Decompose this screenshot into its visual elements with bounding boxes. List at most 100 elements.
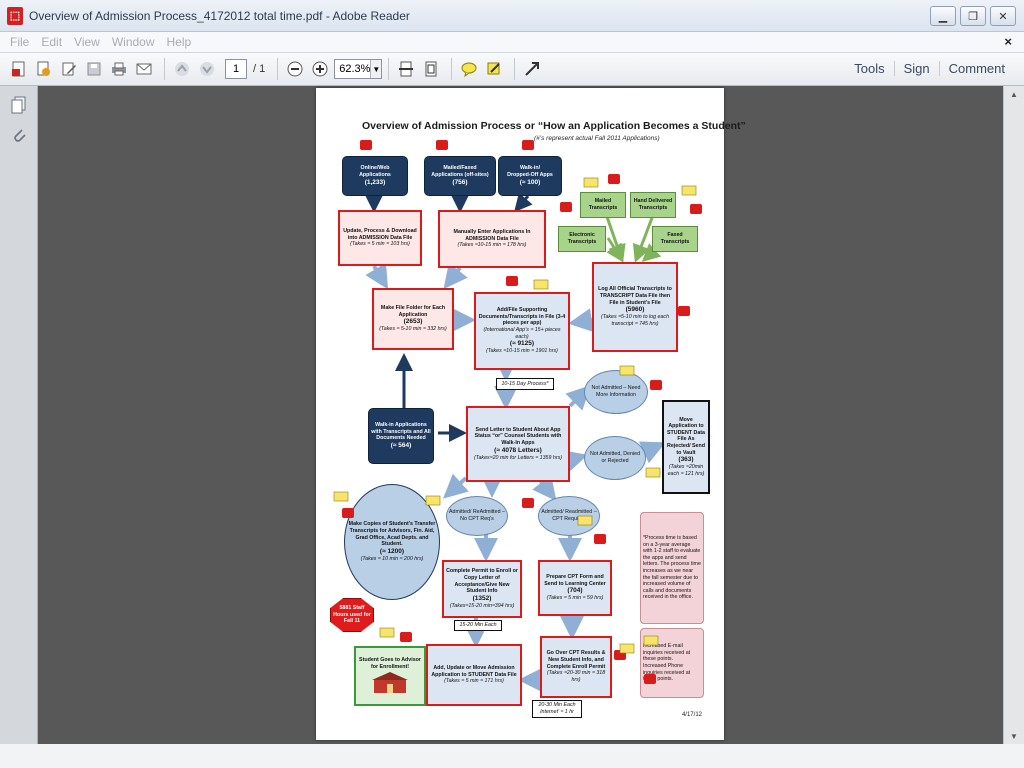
sign-button[interactable]: Sign — [893, 61, 939, 76]
source-online-web: Online/Web Applications (1,233) — [342, 156, 408, 196]
fit-width-icon[interactable] — [395, 58, 417, 80]
phone-icon — [400, 632, 412, 642]
student-advisor-box: Student Goes to Advisor for Enrollment! — [354, 646, 426, 706]
transcript-faxed: Faxed Transcripts — [652, 226, 698, 252]
print-icon[interactable] — [108, 58, 130, 80]
process-time-tag: 10-15 Day Process* — [496, 378, 554, 390]
create-pdf-icon[interactable] — [8, 58, 30, 80]
transcript-hand-delivered: Hand Delivered Transcripts — [630, 192, 676, 218]
legend-phone: Increased Phone inquiries received at th… — [643, 663, 691, 683]
legend-email: Increased E-mail inquiries received at t… — [643, 643, 691, 663]
min-each-tag-20: 20-30 Min Each Internet’ ≈ 1 hr — [532, 700, 582, 718]
sticky-note-icon[interactable] — [458, 58, 480, 80]
task-pane-buttons: Tools Sign Comment — [845, 61, 1014, 76]
file-folder-box: Make File Folder for Each Application (2… — [372, 288, 454, 350]
phone-icon — [644, 674, 656, 684]
update-process-box: Update, Process & Download into ADMISSIO… — [338, 210, 422, 266]
toolbar-separator — [514, 58, 516, 80]
move-application-box: Add, Update or Move Admission Applicatio… — [426, 644, 522, 706]
inquiry-markers — [333, 140, 702, 684]
log-transcripts-box: Log All Official Transcripts to TRANSCRI… — [592, 262, 678, 352]
attachments-icon[interactable] — [8, 124, 30, 146]
save-icon[interactable] — [83, 58, 105, 80]
email-icon — [643, 635, 659, 646]
email-icon — [577, 515, 593, 526]
vertical-scrollbar[interactable]: ▲ ▼ — [1003, 86, 1024, 744]
navigation-pane — [0, 86, 38, 744]
email-icon — [583, 177, 599, 188]
document-subtitle: (#’s represent actual Fall 2011 Applicat… — [534, 135, 660, 142]
email-icon[interactable] — [133, 58, 155, 80]
close-button[interactable]: ✕ — [990, 6, 1016, 26]
min-each-tag-15: 15-20 Min Each — [454, 620, 502, 631]
toolbar-separator — [277, 58, 279, 80]
window-controls: ▁ ❐ ✕ — [930, 6, 1016, 26]
comment-button[interactable]: Comment — [938, 61, 1014, 76]
email-icon — [533, 279, 549, 290]
complete-permit-box: Complete Permit to Enroll or Copy Letter… — [442, 560, 522, 618]
scroll-up-icon[interactable]: ▲ — [1010, 89, 1018, 99]
expand-icon[interactable] — [521, 58, 543, 80]
zoom-out-icon[interactable] — [284, 58, 306, 80]
document-title: Overview of Admission Process or “How an… — [362, 120, 746, 132]
previous-page-icon[interactable] — [171, 58, 193, 80]
source-mailed-faxed: Mailed/Faxed Applications (off-sites) (7… — [424, 156, 496, 196]
toolbar: 1 / 1 62.3%▼ Tools Sign Comment — [0, 52, 1024, 86]
send-letter-box: Send Letter to Student About App Status … — [466, 406, 570, 482]
page-total: / 1 — [253, 63, 266, 75]
zoom-in-icon[interactable] — [309, 58, 331, 80]
phone-icon — [436, 140, 448, 150]
fit-page-icon[interactable] — [420, 58, 442, 80]
next-page-icon[interactable] — [196, 58, 218, 80]
zoom-select[interactable]: 62.3%▼ — [334, 59, 383, 79]
toolbar-separator — [164, 58, 165, 80]
phone-icon — [650, 380, 662, 390]
title-bar: ⬚ Overview of Admission Process_4172012 … — [0, 0, 1024, 32]
phone-icon — [506, 276, 518, 286]
menu-file[interactable]: File — [10, 35, 30, 49]
source-walk-in: Walk-in/ Dropped-Off Apps (≈ 100) — [498, 156, 562, 196]
toolbar-separator — [388, 58, 390, 80]
email-icon — [379, 627, 395, 638]
edit-icon[interactable] — [58, 58, 80, 80]
close-document-icon[interactable]: × — [1004, 34, 1012, 49]
phone-icon — [594, 534, 606, 544]
move-to-vault-box: Move Application to STUDENT Data File As… — [662, 400, 710, 494]
transcript-electronic: Electronic Transcripts — [558, 226, 606, 252]
menu-edit[interactable]: Edit — [41, 35, 63, 49]
phone-icon — [678, 306, 690, 316]
transcript-mailed: Mailed Transcripts — [580, 192, 626, 218]
minimize-button[interactable]: ▁ — [930, 6, 956, 26]
toolbar-separator — [451, 58, 453, 80]
highlight-icon[interactable] — [483, 58, 505, 80]
chevron-down-icon[interactable]: ▼ — [370, 60, 382, 78]
phone-icon — [608, 174, 620, 184]
tools-button[interactable]: Tools — [854, 61, 885, 76]
manual-entry-box: Manually Enter Applications In ADMISSION… — [438, 210, 546, 268]
phone-icon — [342, 508, 354, 518]
process-time-note: *Process time is based on a 3-year avera… — [640, 512, 704, 624]
email-icon — [645, 467, 661, 478]
email-icon — [425, 495, 441, 506]
page-number-input[interactable]: 1 — [225, 59, 247, 79]
admitted-no-cpt-oval: Admitted/ ReAdmitted – No CPT Req’s — [446, 496, 508, 536]
email-icon — [619, 365, 635, 376]
walk-in-complete-box: Walk-in Applications with Transcripts an… — [368, 408, 434, 464]
phone-icon — [522, 498, 534, 508]
document-date: 4/17/12 — [681, 712, 702, 718]
phone-icon — [560, 202, 572, 212]
menu-window[interactable]: Window — [111, 35, 155, 49]
menu-bar: File Edit View Window Help × — [0, 32, 1024, 52]
scroll-down-icon[interactable]: ▼ — [1010, 731, 1018, 741]
open-icon[interactable] — [33, 58, 55, 80]
not-admitted-info-oval: Not Admitted – Need More Information — [584, 370, 648, 414]
menu-help[interactable]: Help — [166, 35, 192, 49]
cpt-results-box: Go Over CPT Results & New Student Info, … — [540, 636, 612, 698]
menu-view[interactable]: View — [74, 35, 100, 49]
restore-button[interactable]: ❐ — [960, 6, 986, 26]
cpt-form-box: Prepare CPT Form and Send to Learning Ce… — [538, 560, 612, 616]
page-thumbnails-icon[interactable] — [8, 94, 30, 116]
pdf-page[interactable]: Overview of Admission Process or “How an… — [316, 88, 746, 740]
pdf-icon: ⬚ — [7, 6, 23, 25]
window-title: Overview of Admission Process_4172012 to… — [29, 8, 410, 23]
